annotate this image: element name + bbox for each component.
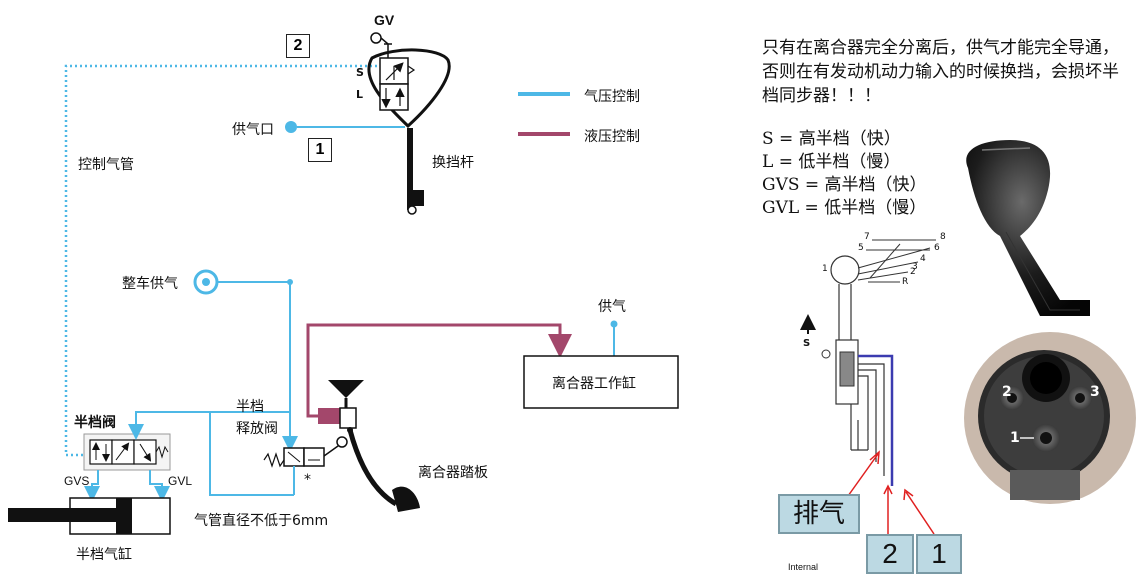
release-valve-label-2: 释放阀	[236, 421, 278, 437]
gate-number: R	[902, 277, 909, 287]
exhaust-arrow	[847, 453, 879, 497]
shift-lever	[407, 128, 424, 215]
box-2: 2	[286, 34, 310, 58]
warning-note: 只有在离合器完全分离后，供气才能完全导通，否则在有发动机动力输入的时候换挡，会损…	[762, 38, 1119, 106]
half-gear-valve	[83, 411, 290, 471]
gate-number: 1	[822, 264, 828, 274]
release-valve-label-1: 半档	[236, 399, 264, 415]
half-cylinder-label: 半档气缸	[76, 547, 132, 563]
gate-number: 7	[864, 232, 870, 242]
gate-diagram	[800, 239, 936, 486]
legend-air-label: 气压控制	[584, 89, 640, 105]
l-mark: L	[356, 88, 364, 101]
hydraulic-line	[306, 323, 572, 424]
definition-item: L = 低半档（慢）	[762, 152, 901, 172]
air-inlet-label: 供气口	[232, 122, 274, 138]
gvs-label: GVS	[64, 474, 90, 488]
knob-port-photo	[964, 332, 1136, 504]
pipe-diameter-label: 气管直径不低于6mm	[194, 513, 329, 529]
definition-item: GVL = 低半档（慢）	[762, 198, 927, 218]
gate-number: 5	[858, 243, 864, 253]
shift-lever-label: 换挡杆	[432, 155, 474, 171]
clutch-cylinder-label: 离合器工作缸	[552, 376, 636, 392]
port1-arrow	[903, 488, 935, 535]
exhaust-arrowhead	[869, 450, 880, 465]
gate-number: 6	[934, 243, 940, 253]
box-1: 1	[308, 138, 332, 162]
gate-number: 8	[940, 232, 946, 242]
port1-tag: 1	[916, 534, 962, 574]
definitions-list: S = 高半档（快） L = 低半档（慢） GVS = 高半档（快） GVL =…	[762, 128, 927, 220]
port-label: 1	[1010, 430, 1020, 446]
port2-arrow	[883, 484, 893, 534]
clutch-pedal	[328, 380, 420, 512]
gate-s-label: S	[803, 338, 811, 349]
port-label: 3	[1090, 384, 1100, 400]
air-supply-label: 供气	[598, 299, 626, 315]
gate-number: 4	[920, 254, 926, 264]
definition-item: S = 高半档（快）	[762, 129, 901, 149]
legend-hydraulic-label: 液压控制	[584, 129, 640, 145]
vehicle-air-supply	[193, 269, 298, 452]
gate-number: 2	[910, 267, 916, 277]
internal-label: Internal	[788, 562, 819, 572]
gate-number: 3	[912, 262, 918, 272]
clutch-supply-line	[523, 320, 679, 409]
half-gear-release-valve	[263, 436, 348, 495]
vehicle-air-label: 整车供气	[122, 276, 178, 292]
air-inlet-line	[285, 121, 405, 133]
gv-label: GV	[374, 12, 395, 28]
port-label: 2	[1002, 384, 1012, 400]
half-valve-label: 半档阀	[74, 415, 116, 431]
clutch-pedal-label: 离合器踏板	[418, 465, 488, 481]
s-mark: S	[356, 66, 364, 79]
gear-lever-valve	[367, 32, 451, 129]
control-pipe-label: 控制气管	[78, 157, 134, 173]
knob-photo	[966, 140, 1090, 316]
control-air-pipe	[64, 64, 392, 457]
pipe-to-release	[209, 412, 294, 496]
definition-item: GVS = 高半档（快）	[762, 175, 927, 195]
exhaust-tag: 排气	[778, 494, 860, 534]
gvs-gvl-pipes	[84, 470, 170, 502]
star-mark: *	[304, 472, 311, 488]
port2-tag: 2	[866, 534, 914, 574]
half-gear-cylinder	[8, 497, 171, 535]
gvl-label: GVL	[168, 474, 193, 488]
